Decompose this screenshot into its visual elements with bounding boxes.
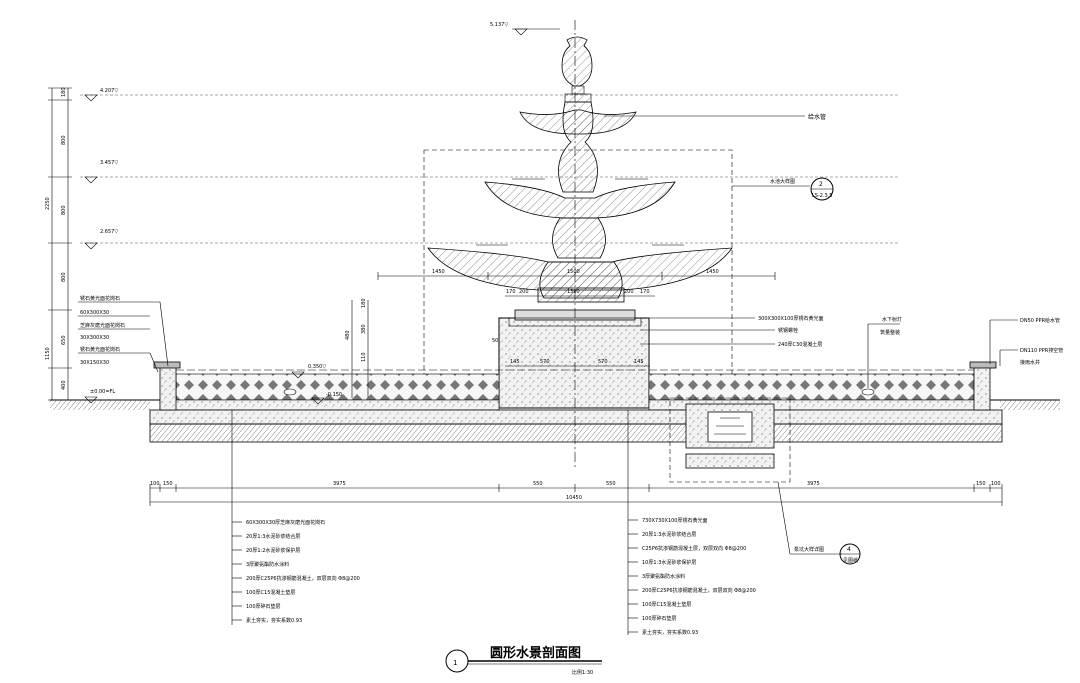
callout-pit-sheet: 见图纸	[843, 557, 858, 564]
dim-b-100a: 100	[150, 481, 160, 487]
nl-2: 20厚1:2水泥砂浆保护层	[246, 547, 300, 554]
elev-top: 5.137▽	[490, 22, 508, 28]
elev-neg: -0.150	[326, 392, 342, 398]
notes-right: 730X730X100厚锈石黄光面 20厚1:3水泥砂浆结合层 C25P6抗渗钢…	[627, 410, 756, 636]
callout-pit-num: 4	[847, 546, 851, 553]
dim-h-1300: 1300	[567, 289, 580, 295]
nr-0: 730X730X100厚锈石黄光面	[642, 517, 707, 524]
bottom-dimensions: 100 150 3975 550 550 3975 150 100 10450	[149, 481, 1003, 506]
lm-1: 60X300X30	[80, 310, 109, 316]
dim-h-170b: 170	[640, 289, 650, 295]
lm-4: 锈石黄光面花岗石	[80, 346, 120, 353]
dim-m-180: 180	[361, 298, 367, 308]
drawing-number: 1	[453, 659, 457, 667]
dim-v-800b: 800	[61, 205, 67, 215]
nl-0: 60X300X30厚芝麻灰磨光面花岗石	[246, 519, 325, 526]
nr-4: 3厚聚氨酯防水涂料	[642, 573, 685, 580]
lm-5: 30X150X30	[80, 360, 109, 366]
dim-m-480: 480	[345, 330, 351, 340]
elev-water: 0.350▽	[308, 364, 326, 370]
dim-h-200a: 200	[519, 289, 529, 295]
nr-8: 素土夯实，夯实系数0.93	[642, 629, 698, 636]
rm-1: 锈钢螺栓	[778, 327, 798, 334]
callout-pit-label: 泵坑大样详图	[794, 546, 824, 553]
pool-section	[50, 20, 1060, 483]
dim-b-3975a: 3975	[333, 481, 346, 487]
dim-m-570a: 570	[540, 359, 550, 365]
drawing-scale: 比例1:30	[572, 669, 593, 676]
dim-v-800c: 800	[61, 272, 67, 282]
dim-b-150b: 150	[976, 481, 986, 487]
elevation-markers: 5.137▽ 4.207▽ 3.457▽ 2.657▽ 0.350▽ ±0.00…	[80, 22, 900, 405]
drawing-title: 圆形水景剖面图	[490, 645, 581, 661]
dim-m-145a: 145	[510, 359, 520, 365]
nr-6: 100厚C15混凝土垫层	[642, 601, 691, 608]
dim-h-1500: 1500	[567, 269, 580, 275]
rm-light: 水下射灯	[882, 316, 902, 323]
dim-b-100b: 100	[991, 481, 1001, 487]
dim-v-1150: 1150	[45, 347, 51, 360]
nl-1: 20厚1:3水泥砂浆结合层	[246, 533, 300, 540]
lm-3: 30X300X30	[80, 335, 109, 341]
dim-b-3975b: 3975	[807, 481, 820, 487]
lm-2: 芝麻灰磨光面花岗石	[80, 322, 125, 329]
right-material-labels: 300X300X100厚锈石黄光面 锈钢螺栓 240厚C30混凝土层 水下射灯 …	[640, 315, 1063, 388]
dim-v-400: 400	[61, 380, 67, 390]
fountain-sculpture	[427, 36, 733, 303]
callout-top-pipe: 给水管	[808, 113, 826, 121]
dim-m-570b: 570	[598, 359, 608, 365]
lm-0: 锈石黄光面花岗石	[80, 295, 120, 302]
dim-v-650: 650	[61, 335, 67, 345]
dim-h-170a: 170	[506, 289, 516, 295]
dim-h-1450a: 1450	[432, 269, 445, 275]
notes-left: 60X300X30厚芝麻灰磨光面花岗石 20厚1:3水泥砂浆结合层 20厚1:2…	[231, 410, 360, 625]
left-dimensions: 180 800 800 2250 800 650 1150 400	[45, 87, 72, 401]
nr-7: 100厚碎石垫层	[642, 615, 677, 622]
elev-2: 3.457▽	[100, 160, 118, 166]
nr-3: 10厚1:3水泥砂浆保护层	[642, 559, 696, 566]
rm-0: 300X300X100厚锈石黄光面	[758, 315, 823, 322]
nl-6: 100厚碎石垫层	[246, 603, 281, 610]
top-dimensions: 1450 1500 1450 170 200 1300 200 170	[377, 269, 776, 297]
dim-b-total: 10450	[566, 495, 582, 501]
left-material-labels: 锈石黄光面花岗石 60X300X30 芝麻灰磨光面花岗石 30X300X30 锈…	[78, 295, 169, 373]
nr-5: 200厚C25P6抗渗钢筋混凝土，双层双向 Φ8@200	[642, 587, 756, 594]
mid-dimensions: 145 570 570 145 50 110 480 180 380	[345, 298, 650, 398]
dim-m-145b: 145	[634, 359, 644, 365]
elev-1: 4.207▽	[100, 88, 118, 94]
dim-m-110: 110	[361, 352, 367, 362]
elev-3: 2.657▽	[100, 229, 118, 235]
callout-detail-num: 2	[819, 181, 823, 188]
nr-1: 20厚1:3水泥砂浆结合层	[642, 531, 696, 538]
rm-pipe2: DN110 PPR排空管	[1020, 347, 1063, 354]
nl-3: 3厚聚氨酯防水涂料	[246, 561, 289, 568]
rm-pipe1: DN50 PPR给水管	[1020, 317, 1060, 324]
dim-v-2250: 2250	[45, 197, 51, 210]
dim-v-180: 180	[61, 87, 67, 97]
drawing-title-block: 1 圆形水景剖面图 比例1:30	[445, 645, 602, 676]
rm-2: 240厚C30混凝土层	[778, 341, 822, 348]
elev-ground: ±0.00=FL	[90, 389, 115, 395]
callout-detail-label: 水池大样图	[770, 178, 795, 185]
dim-v-800a: 800	[61, 135, 67, 145]
dim-h-1450b: 1450	[706, 269, 719, 275]
dim-h-200b: 200	[624, 289, 634, 295]
nl-4: 200厚C25P6抗渗钢筋混凝土，双层双向 Φ8@200	[246, 575, 360, 582]
dim-b-550a: 550	[533, 481, 543, 487]
dim-m-50: 50	[492, 338, 498, 344]
nl-5: 100厚C15混凝土垫层	[246, 589, 295, 596]
dim-m-380: 380	[361, 324, 367, 334]
nl-7: 素土夯实，夯实系数0.93	[246, 617, 302, 624]
dim-b-550b: 550	[606, 481, 616, 487]
dim-b-150a: 150	[163, 481, 173, 487]
rm-light2: 筑量整装	[880, 329, 900, 336]
nr-2: C25P6抗渗钢筋混凝土层，双层双向 Φ8@200	[642, 545, 746, 552]
callouts: 给水管 水池大样图 2 LS-2.3.5 泵坑大样详图 4 见图纸	[604, 113, 861, 565]
rm-pipe3: 接雨水井	[1020, 359, 1040, 366]
callout-detail-sheet: LS-2.3.5	[812, 193, 833, 199]
